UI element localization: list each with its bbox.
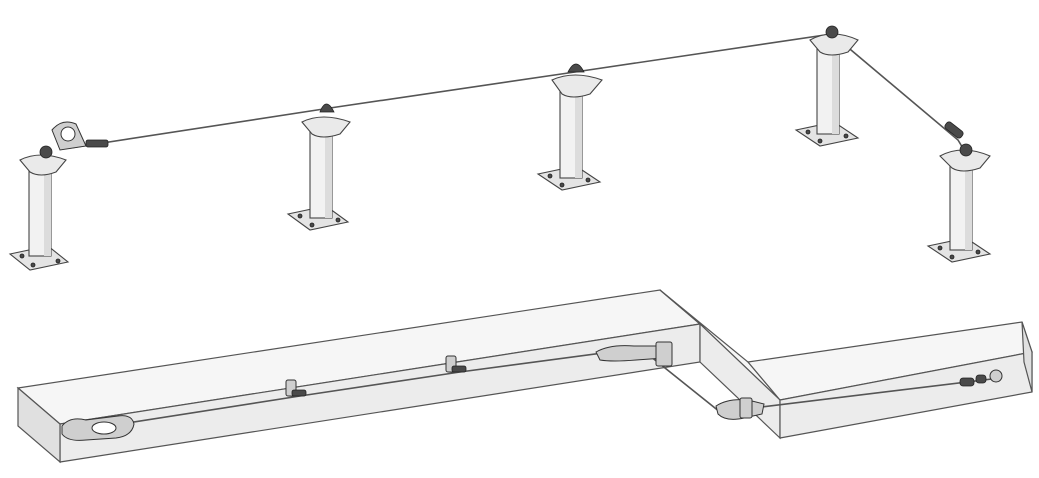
lower-lifeline-system <box>16 289 1033 464</box>
post-2 <box>286 103 351 231</box>
energy-absorber-icon <box>61 415 135 441</box>
corner-bracket-icon <box>715 397 765 420</box>
intermediate-bracket-icon <box>445 355 467 373</box>
tensioner-icon <box>944 121 964 139</box>
energy-absorber-icon <box>51 121 109 151</box>
intermediate-bracket-icon <box>285 379 307 397</box>
post-5 <box>926 143 992 263</box>
post-1 <box>8 145 70 271</box>
lower-cable <box>69 347 1001 433</box>
tensioner-icon <box>959 369 1003 387</box>
upper-cable <box>69 33 968 156</box>
upper-lifeline-system <box>8 25 992 271</box>
post-4 <box>794 25 860 147</box>
beam-right-end <box>1021 321 1033 393</box>
beam-left-end <box>17 386 61 464</box>
post-3 <box>536 63 603 191</box>
corner-bracket-icon <box>595 341 673 367</box>
